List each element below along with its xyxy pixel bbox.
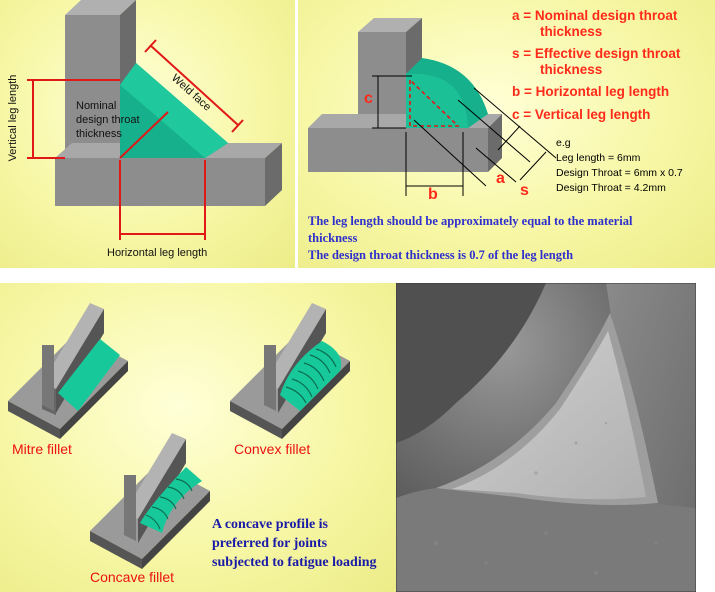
horizontal-leg-length-label: Horizontal leg length bbox=[107, 247, 208, 259]
example-design-throat: Design Throat = 6mm x 0.7 bbox=[556, 167, 683, 179]
nominal-throat-label-line1: Nominal bbox=[76, 100, 117, 112]
nominal-throat-label-line2: design throat bbox=[76, 114, 140, 126]
fillet-weld-drawing bbox=[27, 0, 282, 240]
fillet-profiles-diagram: Mitre fillet Convex fillet Concave fille… bbox=[0, 283, 396, 592]
convex-fillet-model bbox=[230, 303, 350, 439]
mitre-fillet-label: Mitre fillet bbox=[12, 441, 72, 457]
throat-drawing bbox=[308, 18, 557, 196]
weld-cross-section-image bbox=[396, 283, 696, 592]
concave-note-line2: preferred for joints bbox=[212, 536, 328, 551]
leg-length-note-line2: thickness bbox=[308, 231, 358, 245]
weld-macro-photo bbox=[396, 283, 696, 592]
mitre-fillet-model bbox=[8, 303, 128, 439]
definition-s-line2: thickness bbox=[540, 62, 603, 77]
definition-a-line1: a = Nominal design throat bbox=[512, 8, 678, 23]
example-leg-length: Leg length = 6mm bbox=[556, 152, 641, 164]
concave-note-line3: subjected to fatigue loading bbox=[212, 555, 377, 570]
example-title: e.g bbox=[556, 137, 571, 149]
leg-length-note-line1: The leg length should be approximately e… bbox=[308, 214, 633, 228]
definition-a-line2: thickness bbox=[540, 24, 603, 39]
throat-thickness-diagram: c b a s a = Nominal design throat thickn… bbox=[298, 0, 715, 268]
vertical-leg-length-label: Vertical leg length bbox=[7, 74, 19, 162]
fillet-leg-length-diagram: Vertical leg length Horizontal leg lengt… bbox=[0, 0, 295, 268]
throat-ratio-note: The design throat thickness is 0.7 of th… bbox=[308, 248, 574, 262]
convex-fillet-label: Convex fillet bbox=[234, 441, 311, 457]
marker-a: a bbox=[496, 170, 505, 187]
definition-b: b = Horizontal leg length bbox=[512, 84, 670, 99]
concave-note-line1: A concave profile is bbox=[212, 517, 329, 532]
nominal-throat-label-line3: thickness bbox=[76, 128, 122, 140]
definition-c: c = Vertical leg length bbox=[512, 107, 651, 122]
marker-b: b bbox=[428, 186, 438, 203]
marker-s: s bbox=[520, 182, 529, 199]
concave-fillet-model bbox=[90, 433, 210, 569]
concave-fillet-label: Concave fillet bbox=[90, 569, 175, 585]
fillet-profiles-drawing bbox=[8, 303, 350, 569]
definition-s-line1: s = Effective design throat bbox=[512, 46, 681, 61]
example-design-throat-result: Design Throat = 4.2mm bbox=[556, 182, 666, 194]
marker-c: c bbox=[364, 90, 373, 107]
